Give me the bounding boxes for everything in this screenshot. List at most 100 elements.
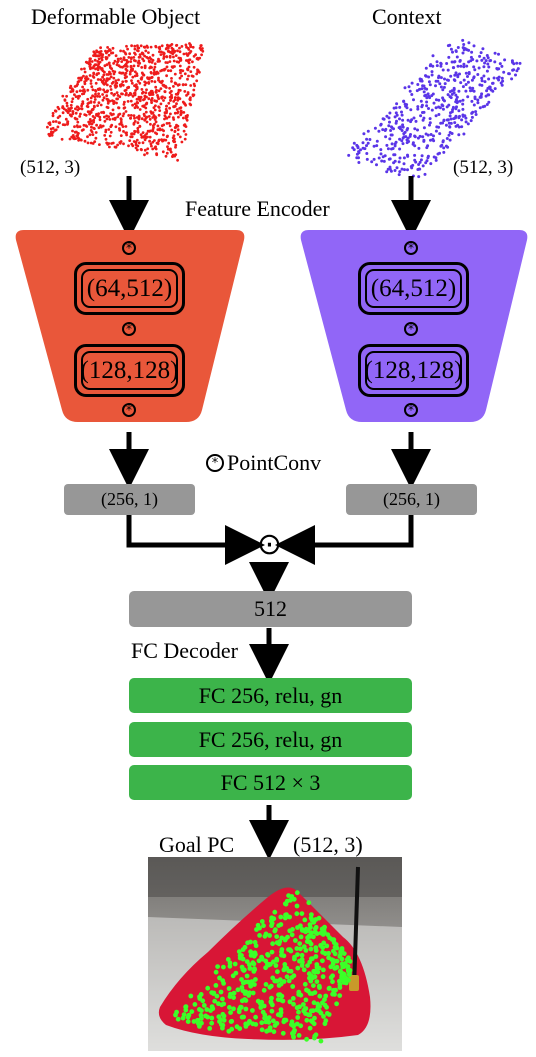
point-cloud-point	[159, 102, 163, 106]
point-cloud-point	[347, 153, 351, 157]
point-cloud-point	[355, 152, 359, 156]
point-cloud-point	[387, 157, 391, 161]
point-cloud-point	[163, 111, 167, 115]
point-cloud-point	[472, 65, 476, 69]
point-cloud-point	[251, 969, 257, 974]
point-cloud-point	[173, 72, 177, 76]
point-cloud-point	[92, 71, 96, 75]
point-cloud-point	[180, 140, 184, 144]
point-cloud-point	[449, 47, 453, 51]
point-cloud-point	[148, 66, 152, 70]
point-cloud-point	[419, 158, 423, 162]
point-cloud-point	[445, 118, 449, 122]
point-cloud-point	[170, 80, 173, 83]
point-cloud-point	[398, 156, 402, 160]
point-cloud-point	[184, 133, 188, 136]
point-cloud-point	[253, 977, 258, 982]
point-cloud-point	[483, 104, 487, 108]
point-cloud-point	[176, 128, 180, 132]
point-cloud-point	[398, 125, 402, 129]
point-cloud-point	[298, 946, 303, 952]
point-cloud-point	[290, 996, 296, 1001]
point-cloud-point	[461, 102, 465, 106]
point-cloud-point	[74, 95, 78, 98]
point-cloud-point	[160, 138, 164, 142]
point-cloud-point	[146, 135, 149, 139]
point-cloud-point	[437, 105, 441, 109]
point-cloud-point	[99, 46, 102, 50]
point-cloud-point	[447, 133, 451, 137]
point-cloud-point	[76, 108, 80, 112]
point-cloud-point	[167, 101, 171, 105]
point-cloud-point	[500, 64, 504, 68]
point-cloud-point	[284, 974, 290, 980]
point-cloud-point	[196, 69, 200, 73]
point-cloud-point	[203, 1013, 209, 1019]
point-cloud-point	[482, 65, 486, 69]
point-cloud-point	[154, 44, 158, 48]
context-title: Context	[372, 4, 442, 29]
point-cloud-point	[419, 114, 423, 118]
point-cloud-point	[311, 919, 317, 925]
point-cloud-point	[77, 80, 81, 83]
point-cloud-point	[114, 54, 118, 58]
point-cloud-point	[239, 953, 244, 958]
point-cloud-point	[94, 89, 97, 92]
point-cloud-point	[454, 114, 458, 118]
point-cloud-point	[470, 115, 474, 119]
point-cloud-point	[377, 156, 381, 160]
point-cloud-point	[78, 115, 82, 118]
point-cloud-point	[467, 41, 471, 45]
point-cloud-point	[138, 124, 142, 128]
point-cloud-point	[140, 71, 144, 75]
point-cloud-point	[233, 970, 239, 976]
point-cloud-point	[518, 61, 522, 65]
point-cloud-point	[478, 106, 482, 110]
point-cloud-point	[294, 890, 300, 896]
point-cloud-point	[136, 121, 140, 125]
point-cloud-point	[307, 934, 313, 939]
point-cloud-point	[152, 72, 156, 76]
point-cloud-point	[118, 141, 122, 144]
point-cloud-point	[476, 73, 480, 76]
point-cloud-point	[271, 1029, 277, 1035]
point-cloud-point	[461, 113, 465, 117]
point-cloud-point	[65, 104, 69, 108]
point-cloud-point	[126, 60, 130, 64]
point-cloud-point	[486, 56, 490, 60]
point-cloud-point	[69, 103, 73, 107]
point-cloud-point	[184, 114, 188, 118]
point-cloud-point	[200, 53, 204, 57]
point-cloud-point	[135, 138, 139, 142]
point-cloud-point	[462, 62, 466, 66]
point-cloud-point	[385, 143, 389, 147]
point-cloud-point	[438, 132, 442, 136]
point-cloud-point	[461, 107, 465, 111]
point-cloud-point	[186, 77, 189, 81]
point-cloud-point	[141, 52, 145, 55]
point-cloud-point	[124, 52, 128, 56]
point-cloud-point	[205, 985, 211, 991]
point-cloud-point	[83, 139, 87, 143]
point-cloud-point	[133, 102, 137, 106]
point-cloud-point	[405, 128, 409, 132]
point-cloud-point	[97, 50, 101, 54]
point-cloud-point	[107, 62, 111, 65]
point-cloud-point	[297, 941, 303, 946]
point-cloud-point	[398, 137, 402, 141]
point-cloud-point	[56, 125, 60, 129]
point-cloud-point	[125, 133, 128, 137]
point-cloud-point	[456, 46, 460, 49]
point-cloud-point	[173, 104, 177, 108]
point-cloud-point	[444, 123, 448, 127]
point-cloud-point	[118, 95, 122, 99]
point-cloud-point	[315, 1001, 320, 1007]
point-cloud-point	[145, 115, 149, 119]
point-cloud-point	[429, 63, 433, 67]
point-cloud-point	[411, 141, 415, 145]
point-cloud-point	[324, 943, 330, 949]
point-cloud-point	[274, 1021, 280, 1026]
point-cloud-point	[463, 47, 467, 51]
point-cloud-point	[385, 170, 389, 174]
point-cloud-point	[125, 131, 128, 135]
